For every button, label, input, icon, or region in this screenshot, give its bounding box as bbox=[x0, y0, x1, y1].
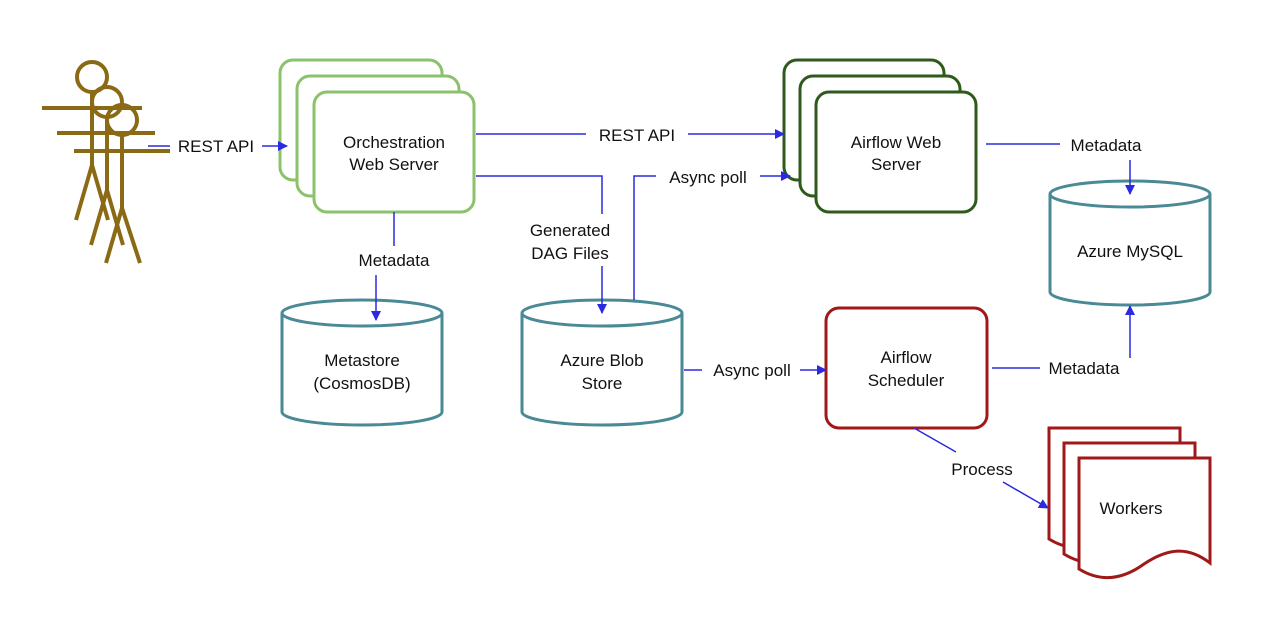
person-icon bbox=[74, 103, 170, 264]
edge-label-rest-api-airflow: REST API bbox=[599, 126, 675, 145]
metastore-cylinder: Metastore (CosmosDB) bbox=[280, 298, 444, 427]
orchestration-web-server-node: Orchestration Web Server bbox=[278, 58, 476, 214]
azure-mysql-cylinder: Azure MySQL bbox=[1048, 179, 1212, 307]
blob-label-line1: Azure Blob bbox=[560, 351, 643, 370]
mysql-label: Azure MySQL bbox=[1077, 242, 1183, 261]
edge-label-async-poll-scheduler: Async poll bbox=[713, 361, 790, 380]
metastore-label-line1: Metastore bbox=[324, 351, 400, 370]
edge-scheduler-to-workers bbox=[913, 427, 1048, 508]
edge-label-generated: Generated bbox=[530, 221, 610, 240]
users-actor-group bbox=[42, 60, 170, 264]
scheduler-label-line1: Airflow bbox=[880, 348, 932, 367]
azure-blob-store-cylinder: Azure Blob Store bbox=[520, 298, 684, 427]
orchestration-label-line2: Web Server bbox=[349, 155, 439, 174]
airflow-web-label-line1: Airflow Web bbox=[851, 133, 941, 152]
workers-label: Workers bbox=[1100, 499, 1163, 518]
orchestration-label-line1: Orchestration bbox=[343, 133, 445, 152]
edge-scheduler-to-mysql bbox=[992, 306, 1130, 369]
edge-label-metadata-metastore: Metadata bbox=[359, 251, 430, 270]
edge-airflow-to-mysql bbox=[986, 143, 1130, 194]
airflow-scheduler-node: Airflow Scheduler bbox=[824, 306, 989, 430]
scheduler-label-line2: Scheduler bbox=[868, 371, 945, 390]
edges bbox=[148, 134, 1130, 508]
edge-label-dag-files: DAG Files bbox=[531, 244, 608, 263]
edge-label-process: Process bbox=[951, 460, 1012, 479]
blob-label-line2: Store bbox=[582, 374, 623, 393]
edge-orchestration-to-blob bbox=[476, 175, 602, 313]
edge-label-async-poll-airflow: Async poll bbox=[669, 168, 746, 187]
edge-labels: REST API REST API Generated DAG Files Me… bbox=[178, 126, 1142, 479]
edge-label-rest-api-actor: REST API bbox=[178, 137, 254, 156]
edge-blob-to-airflow bbox=[633, 176, 790, 300]
workers-node: Workers bbox=[1047, 426, 1212, 580]
airflow-web-label-line2: Server bbox=[871, 155, 921, 174]
metastore-label-line2: (CosmosDB) bbox=[313, 374, 410, 393]
person-icon bbox=[42, 60, 142, 221]
person-icon bbox=[57, 85, 155, 246]
edge-label-metadata-airflow: Metadata bbox=[1071, 136, 1142, 155]
edge-orchestration-to-metastore bbox=[376, 212, 395, 320]
airflow-web-server-node: Airflow Web Server bbox=[782, 58, 978, 214]
edge-label-metadata-scheduler: Metadata bbox=[1049, 359, 1120, 378]
